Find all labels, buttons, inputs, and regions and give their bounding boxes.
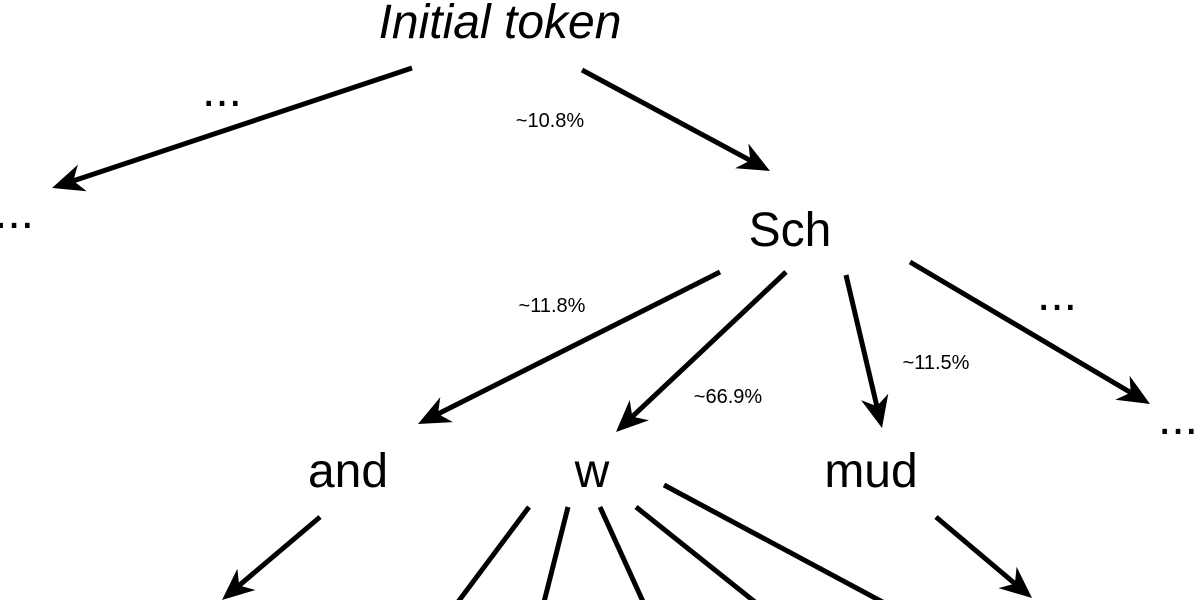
node-initial-token: Initial token (379, 0, 622, 49)
edge-w-child-2 (541, 506, 571, 600)
edge-w-child-1 (456, 505, 532, 600)
edge-root-to-sch (580, 67, 770, 171)
node-mud: mud (824, 445, 917, 498)
edge-sch-to-w (616, 270, 788, 432)
edge-w-child-3-line (597, 505, 646, 600)
edge-label-sch-to-and: ~11.8% (519, 295, 586, 317)
edge-sch-to-mud-line (843, 274, 881, 410)
edge-sch-to-and-line (434, 269, 722, 418)
edge-w-child-5 (662, 482, 885, 600)
edge-root-to-sch-arrowhead (735, 143, 770, 171)
edge-sch-to-mud-arrowhead (861, 393, 889, 428)
edge-layer (52, 65, 1150, 600)
edge-sch-to-and-arrowhead (418, 397, 453, 424)
ellipsis-right-target: ... (1158, 392, 1198, 445)
node-sch: Sch (749, 204, 832, 257)
edge-mud-child-line (934, 515, 1019, 588)
ellipsis-top-left: ... (202, 64, 242, 117)
edge-and-child-arrowhead (222, 568, 256, 600)
node-and: and (308, 445, 388, 498)
edge-w-child-5-line (662, 482, 885, 600)
edge-w-child-2-line (541, 506, 571, 600)
edge-sch-to-ellipsis-line (908, 259, 1135, 397)
edge-root-to-ellipsis-arrowhead (52, 164, 87, 192)
edge-and-child-line (235, 515, 322, 590)
edge-sch-to-and (418, 269, 722, 424)
edge-w-child-4 (634, 505, 757, 600)
edge-sch-to-ellipsis-arrowhead (1115, 375, 1150, 404)
edge-sch-to-w-line (628, 270, 788, 421)
edge-label-root-to-sch: ~10.8% (516, 110, 585, 132)
edge-label-sch-to-mud: ~11.5% (903, 352, 970, 374)
ellipsis-right-branch: ... (1037, 268, 1077, 321)
edge-root-to-ellipsis (52, 65, 413, 192)
edge-sch-to-w-arrowhead (616, 399, 649, 432)
edge-sch-to-ellipsis (908, 259, 1150, 404)
edge-mud-child (934, 515, 1032, 598)
edge-root-to-ellipsis-line (69, 65, 413, 185)
edge-w-child-1-line (456, 505, 532, 600)
edge-w-child-3 (597, 505, 646, 600)
edge-w-child-4-line (634, 505, 757, 600)
edge-mud-child-arrowhead (998, 566, 1032, 598)
edge-and-child (222, 515, 322, 600)
edge-label-sch-to-w: ~66.9% (694, 386, 763, 408)
edge-root-to-sch-line (580, 67, 755, 165)
node-w: w (574, 445, 610, 498)
ellipsis-left-target: ... (0, 186, 34, 239)
edge-sch-to-mud (843, 274, 889, 428)
